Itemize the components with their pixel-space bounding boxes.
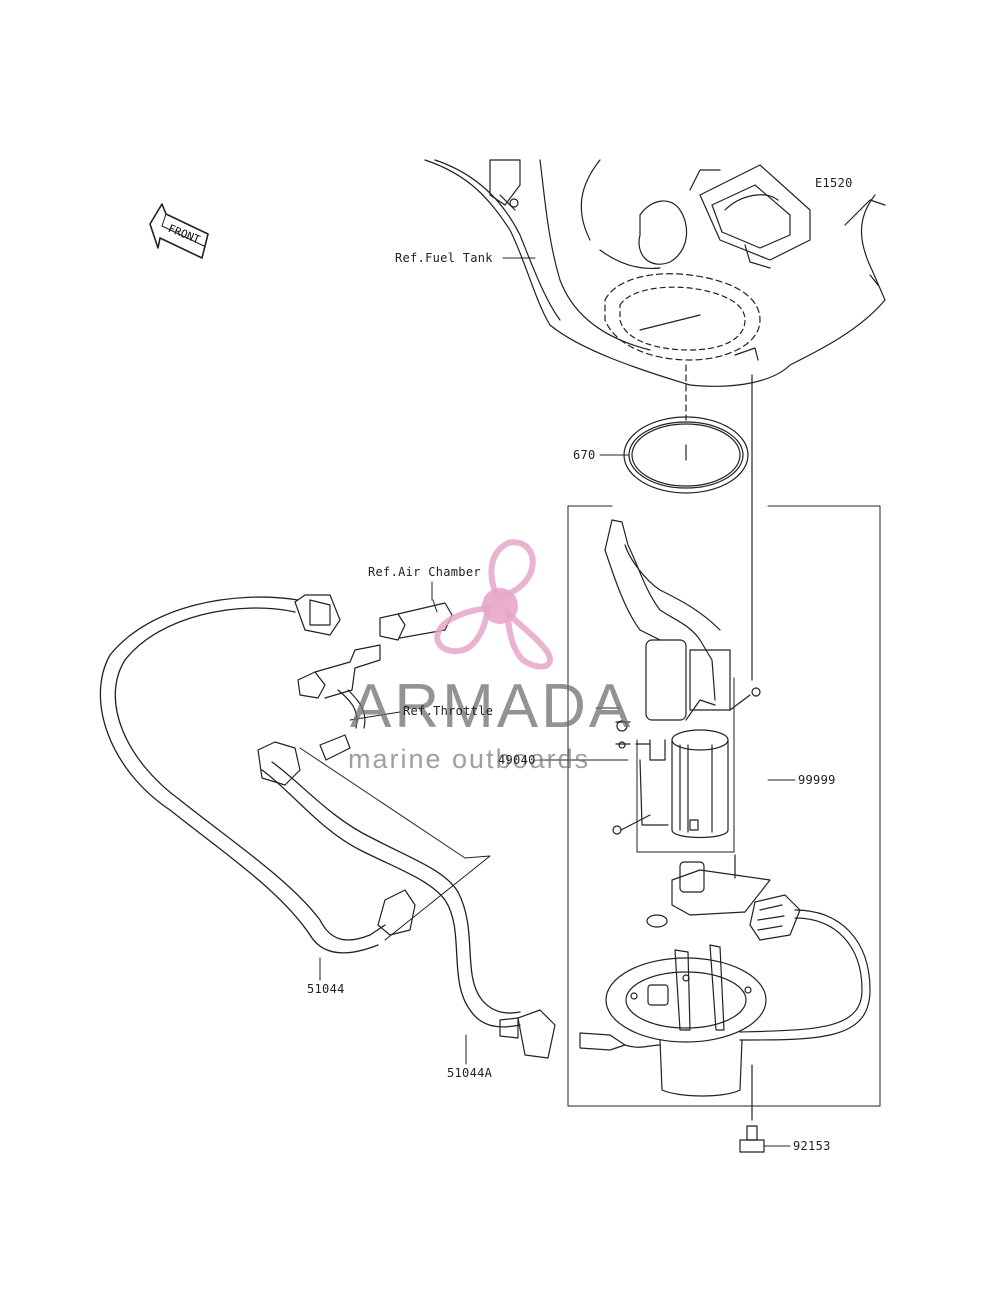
diagram-code-label: E1520 [815,176,853,190]
hose-connectors [257,594,661,1059]
part-670-label: 670 [573,448,596,462]
watermark-tagline: marine outboards [348,744,591,774]
leader-lines [299,257,796,1147]
ref-air-chamber-label: Ref.Air Chamber [368,565,481,579]
air-chamber-fitting [297,602,453,761]
front-arrow-icon: FRONT [149,203,209,259]
bolt-part [739,1064,765,1153]
part-51044a-label: 51044A [447,1066,493,1080]
ref-throttle-label: Ref.Throttle [403,704,494,718]
part-51044-label: 51044 [307,982,345,996]
propeller-logo-icon [434,539,553,670]
fuel-hose-51044 [99,596,521,1028]
ref-fuel-tank-label: Ref.Fuel Tank [395,251,493,265]
part-92153-label: 92153 [793,1139,831,1153]
part-99999-label: 99999 [798,773,836,787]
fuel-pump-unit [604,519,761,839]
fuel-tank-drawing [424,159,886,387]
watermark-brand: ARMADA [350,672,634,741]
pump-flange-plate [605,861,771,1097]
part-49040-label: 49040 [498,753,536,767]
assembly-bracket [567,505,881,1107]
wire-harness-connector [734,854,871,1041]
